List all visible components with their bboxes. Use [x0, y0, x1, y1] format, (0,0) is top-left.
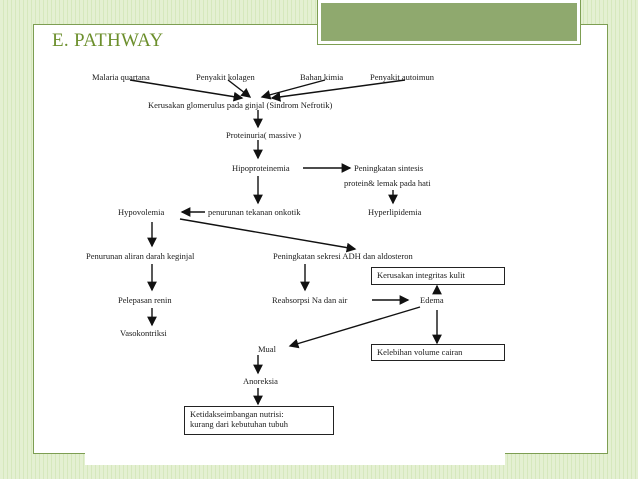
node-peningkatan-sintesis-line2: protein& lemak pada hati [344, 178, 431, 188]
node-peningkatan-adh: Peningkatan sekresi ADH dan aldosteron [273, 251, 413, 261]
node-proteinuria: Proteinuria( massive ) [226, 130, 302, 140]
slide-title: E. PATHWAY [52, 30, 164, 51]
node-mual: Mual [258, 344, 276, 354]
box-nutrisi-line2: kurang dari kebutuhan tubuh [190, 419, 288, 429]
node-reabsorpsi: Reabsorpsi Na dan air [272, 295, 348, 305]
node-malaria: Malaria quartana [92, 72, 150, 82]
arrow-kolagen [227, 79, 252, 98]
node-penurunan-aliran: Penurunan aliran darah keginjal [86, 251, 195, 261]
node-hyperlipidemia: Hyperlipidemia [368, 207, 422, 217]
box-kelebihan-volume: Kelebihan volume cairan [371, 344, 505, 361]
box-kerusakan-kulit: Kerusakan integritas kulit [371, 267, 505, 285]
arrow-malaria [129, 79, 244, 102]
node-autoimun: Penyakit autoimun [370, 72, 434, 82]
node-anoreksia: Anoreksia [243, 376, 278, 386]
node-kerusakan-glomerulus: Kerusakan glomerulus pada ginjal (Sindro… [148, 100, 333, 110]
node-vasokontriksi: Vasokontriksi [120, 328, 167, 338]
node-penurunan-onkotik: penurunan tekanan onkotik [208, 207, 301, 217]
node-pelepasan-renin: Pelepasan renin [118, 295, 172, 305]
box-nutrisi-line1: Ketidakseimbangan nutrisi: [190, 409, 284, 419]
arrow-hypovolemia-adh [179, 218, 357, 253]
arrow-autoimun [270, 79, 406, 102]
arrow-edema-mual [288, 306, 421, 349]
node-kolagen: Penyakit kolagen [196, 72, 255, 82]
node-hipoproteinemia: Hipoproteinemia [232, 163, 290, 173]
box-nutrisi: Ketidakseimbangan nutrisi: kurang dari k… [184, 406, 334, 435]
node-hypovolemia: Hypovolemia [118, 207, 165, 217]
node-edema: Edema [420, 295, 444, 305]
title-tab-decoration [317, 0, 581, 45]
node-bahan-kimia: Bahan kimia [300, 72, 344, 82]
node-peningkatan-sintesis: Peningkatan sintesis [354, 163, 424, 173]
pathway-diagram [85, 60, 505, 465]
